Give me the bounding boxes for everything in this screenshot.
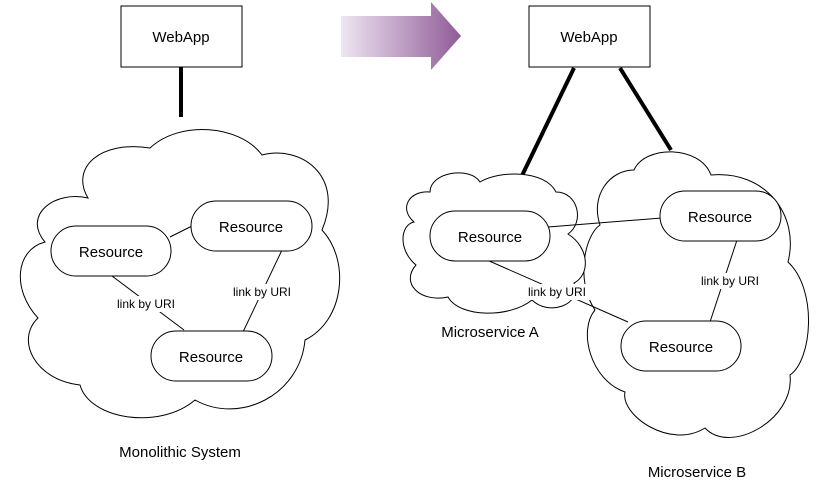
microservice-a-resource-label: Resource [458, 229, 522, 246]
micro-webapp-label: WebApp [560, 29, 617, 46]
monolith-webapp-box [120, 5, 243, 68]
microservices-group: WebApp Resource Resource Resource link b… [402, 5, 809, 481]
micro-link-line [547, 217, 663, 228]
microservice-a-resource-node [429, 210, 551, 262]
transition-arrow [341, 2, 461, 70]
microservice-b-caption: Microservice B [648, 464, 746, 481]
monolith-resource-label: Resource [219, 219, 283, 236]
micro-connector-a [514, 67, 576, 189]
micro-webapp-box [528, 5, 651, 68]
micro-link-label: link by URI [701, 274, 759, 288]
microservice-b-resource-label: Resource [649, 339, 713, 356]
monolith-group: WebApp Resource Resource Resource link b… [19, 5, 341, 461]
microservice-b-resource-node [659, 190, 782, 242]
monolith-resource-label: Resource [79, 244, 143, 261]
monolith-resource-node [50, 225, 172, 277]
monolith-resource-label: Resource [179, 349, 243, 366]
monolith-link-label: link by URI [117, 297, 175, 311]
microservice-a-caption: Microservice A [441, 324, 539, 341]
monolith-caption: Monolithic System [119, 444, 241, 461]
monolith-resource-node [190, 200, 313, 252]
microservice-b-resource-node [620, 320, 742, 372]
monolith-resource-node [150, 330, 273, 382]
micro-connector-b [618, 66, 673, 152]
micro-link-label: link by URI [528, 285, 586, 299]
microservice-b-resource-label: Resource [688, 209, 752, 226]
monolith-webapp-label: WebApp [152, 29, 209, 46]
monolith-link-label: link by URI [233, 285, 291, 299]
